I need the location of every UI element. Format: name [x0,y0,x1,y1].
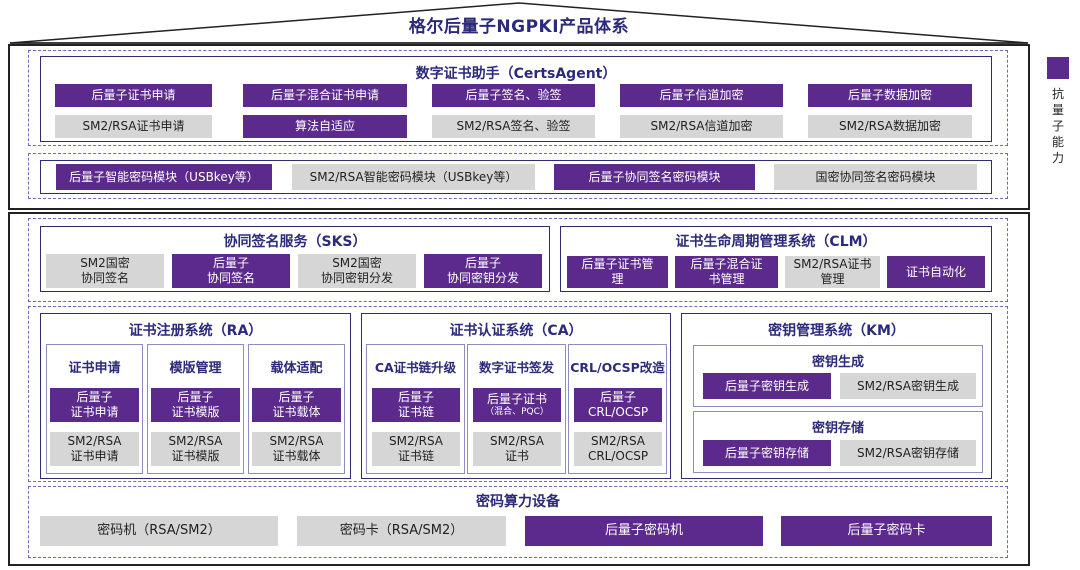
km-gen-pq: 后量子密钥生成 [703,373,831,399]
crypto-dotted [28,486,1008,558]
certs-agent-dotted [28,50,1008,146]
km-gen-sm: SM2/RSA密钥生成 [840,373,976,399]
ra-pq-item: 后量子 证书申请 [50,388,139,422]
certs-agent-item: SM2/RSA证书申请 [55,115,212,138]
legend-label: 抗量子能力 [1051,87,1064,165]
ra-col-head: 载体适配 [270,361,323,376]
certs-agent-item: 后量子数据加密 [808,84,972,107]
ca-title: 证书认证系统（CA） [449,323,583,339]
clm-item: 证书自动化 [887,256,985,288]
module-item: SM2/RSA智能密码模块（USBkey等） [292,164,535,190]
ra-col-head: 模版管理 [169,361,222,376]
km-store-sm: SM2/RSA密钥存储 [840,440,976,466]
ca-col-head: CRL/OCSP改造 [570,360,665,375]
clm-item: 后量子证书管 理 [567,256,668,288]
crypto-item: 后量子密码机 [525,516,763,546]
legend-swatch [1047,57,1069,79]
km-store-title: 密钥存储 [811,421,864,436]
sks-item: 后量子 协同密钥分发 [424,254,542,288]
module-item: 国密协同签名密码模块 [774,164,977,190]
ca-pq-item-label: 后量子证书 [486,391,547,406]
certs-agent-title: 数字证书助手（CertsAgent） [415,66,617,82]
sks-title: 协同签名服务（SKS） [223,234,367,250]
client-layer-frame [8,44,1030,210]
certs-agent-item: 后量子混合证书申请 [243,84,407,107]
certs-agent-item: SM2/RSA签名、验签 [432,115,595,138]
service-layer-frame [8,212,1030,566]
crypto-item: 密码机（RSA/SM2） [40,516,278,546]
crypto-item: 密码卡（RSA/SM2） [297,516,506,546]
ra-col-head: 证书申请 [68,361,121,376]
clm-item: SM2/RSA证书 管理 [785,256,880,288]
main-title: 格尔后量子NGPKI产品体系 [408,17,630,37]
modules-dotted [28,153,1008,199]
module-item: 后量子协同签名密码模块 [554,164,755,190]
certs-agent-item: 算法自适应 [243,115,407,138]
km-store-pq: 后量子密钥存储 [703,440,831,466]
ca-sm-item: SM2/RSA 证书链 [372,432,460,466]
ca-pq-item: 后量子 证书链 [372,388,460,422]
ca-pq-item: 后量子证书 （混合、PQC） [473,388,561,422]
module-item: 后量子智能密码模块（USBkey等） [56,164,272,190]
ra-pq-item: 后量子 证书模版 [151,388,240,422]
ca-col-head: 数字证书签发 [478,360,554,375]
certs-agent-item: SM2/RSA数据加密 [808,115,972,138]
certs-agent-item: SM2/RSA信道加密 [620,115,783,138]
ca-sm-item: SM2/RSA CRL/OCSP [574,432,662,466]
certs-agent-item: 后量子签名、验签 [432,84,595,107]
sks-clm-dotted [28,218,1008,302]
sks-item: SM2国密 协同签名 [46,254,164,288]
ca-pq-item-note: （混合、PQC） [485,406,549,417]
km-title: 密钥管理系统（KM） [768,323,905,339]
certs-agent-item: 后量子信道加密 [620,84,783,107]
crypto-item: 后量子密码卡 [781,516,992,546]
ra-sm-item: SM2/RSA 证书载体 [252,432,341,466]
crypto-title: 密码算力设备 [476,494,560,510]
sks-item: SM2国密 协同密钥分发 [298,254,416,288]
ra-sm-item: SM2/RSA 证书申请 [50,432,139,466]
ra-pq-item: 后量子 证书载体 [252,388,341,422]
ca-sm-item: SM2/RSA 证书 [473,432,561,466]
roof-shape [9,2,1029,44]
ca-col-head: CA证书链升级 [374,360,457,375]
ca-pq-item: 后量子 CRL/OCSP [574,388,662,422]
ra-sm-item: SM2/RSA 证书模版 [151,432,240,466]
certs-agent-item: 后量子证书申请 [55,84,212,107]
clm-title: 证书生命周期管理系统（CLM） [675,234,877,250]
ra-ca-km-dotted [28,306,1008,482]
clm-item: 后量子混合证 书管理 [675,256,778,288]
ra-title: 证书注册系统（RA） [128,323,263,339]
km-gen-title: 密钥生成 [811,355,864,370]
sks-item: 后量子 协同签名 [172,254,290,288]
